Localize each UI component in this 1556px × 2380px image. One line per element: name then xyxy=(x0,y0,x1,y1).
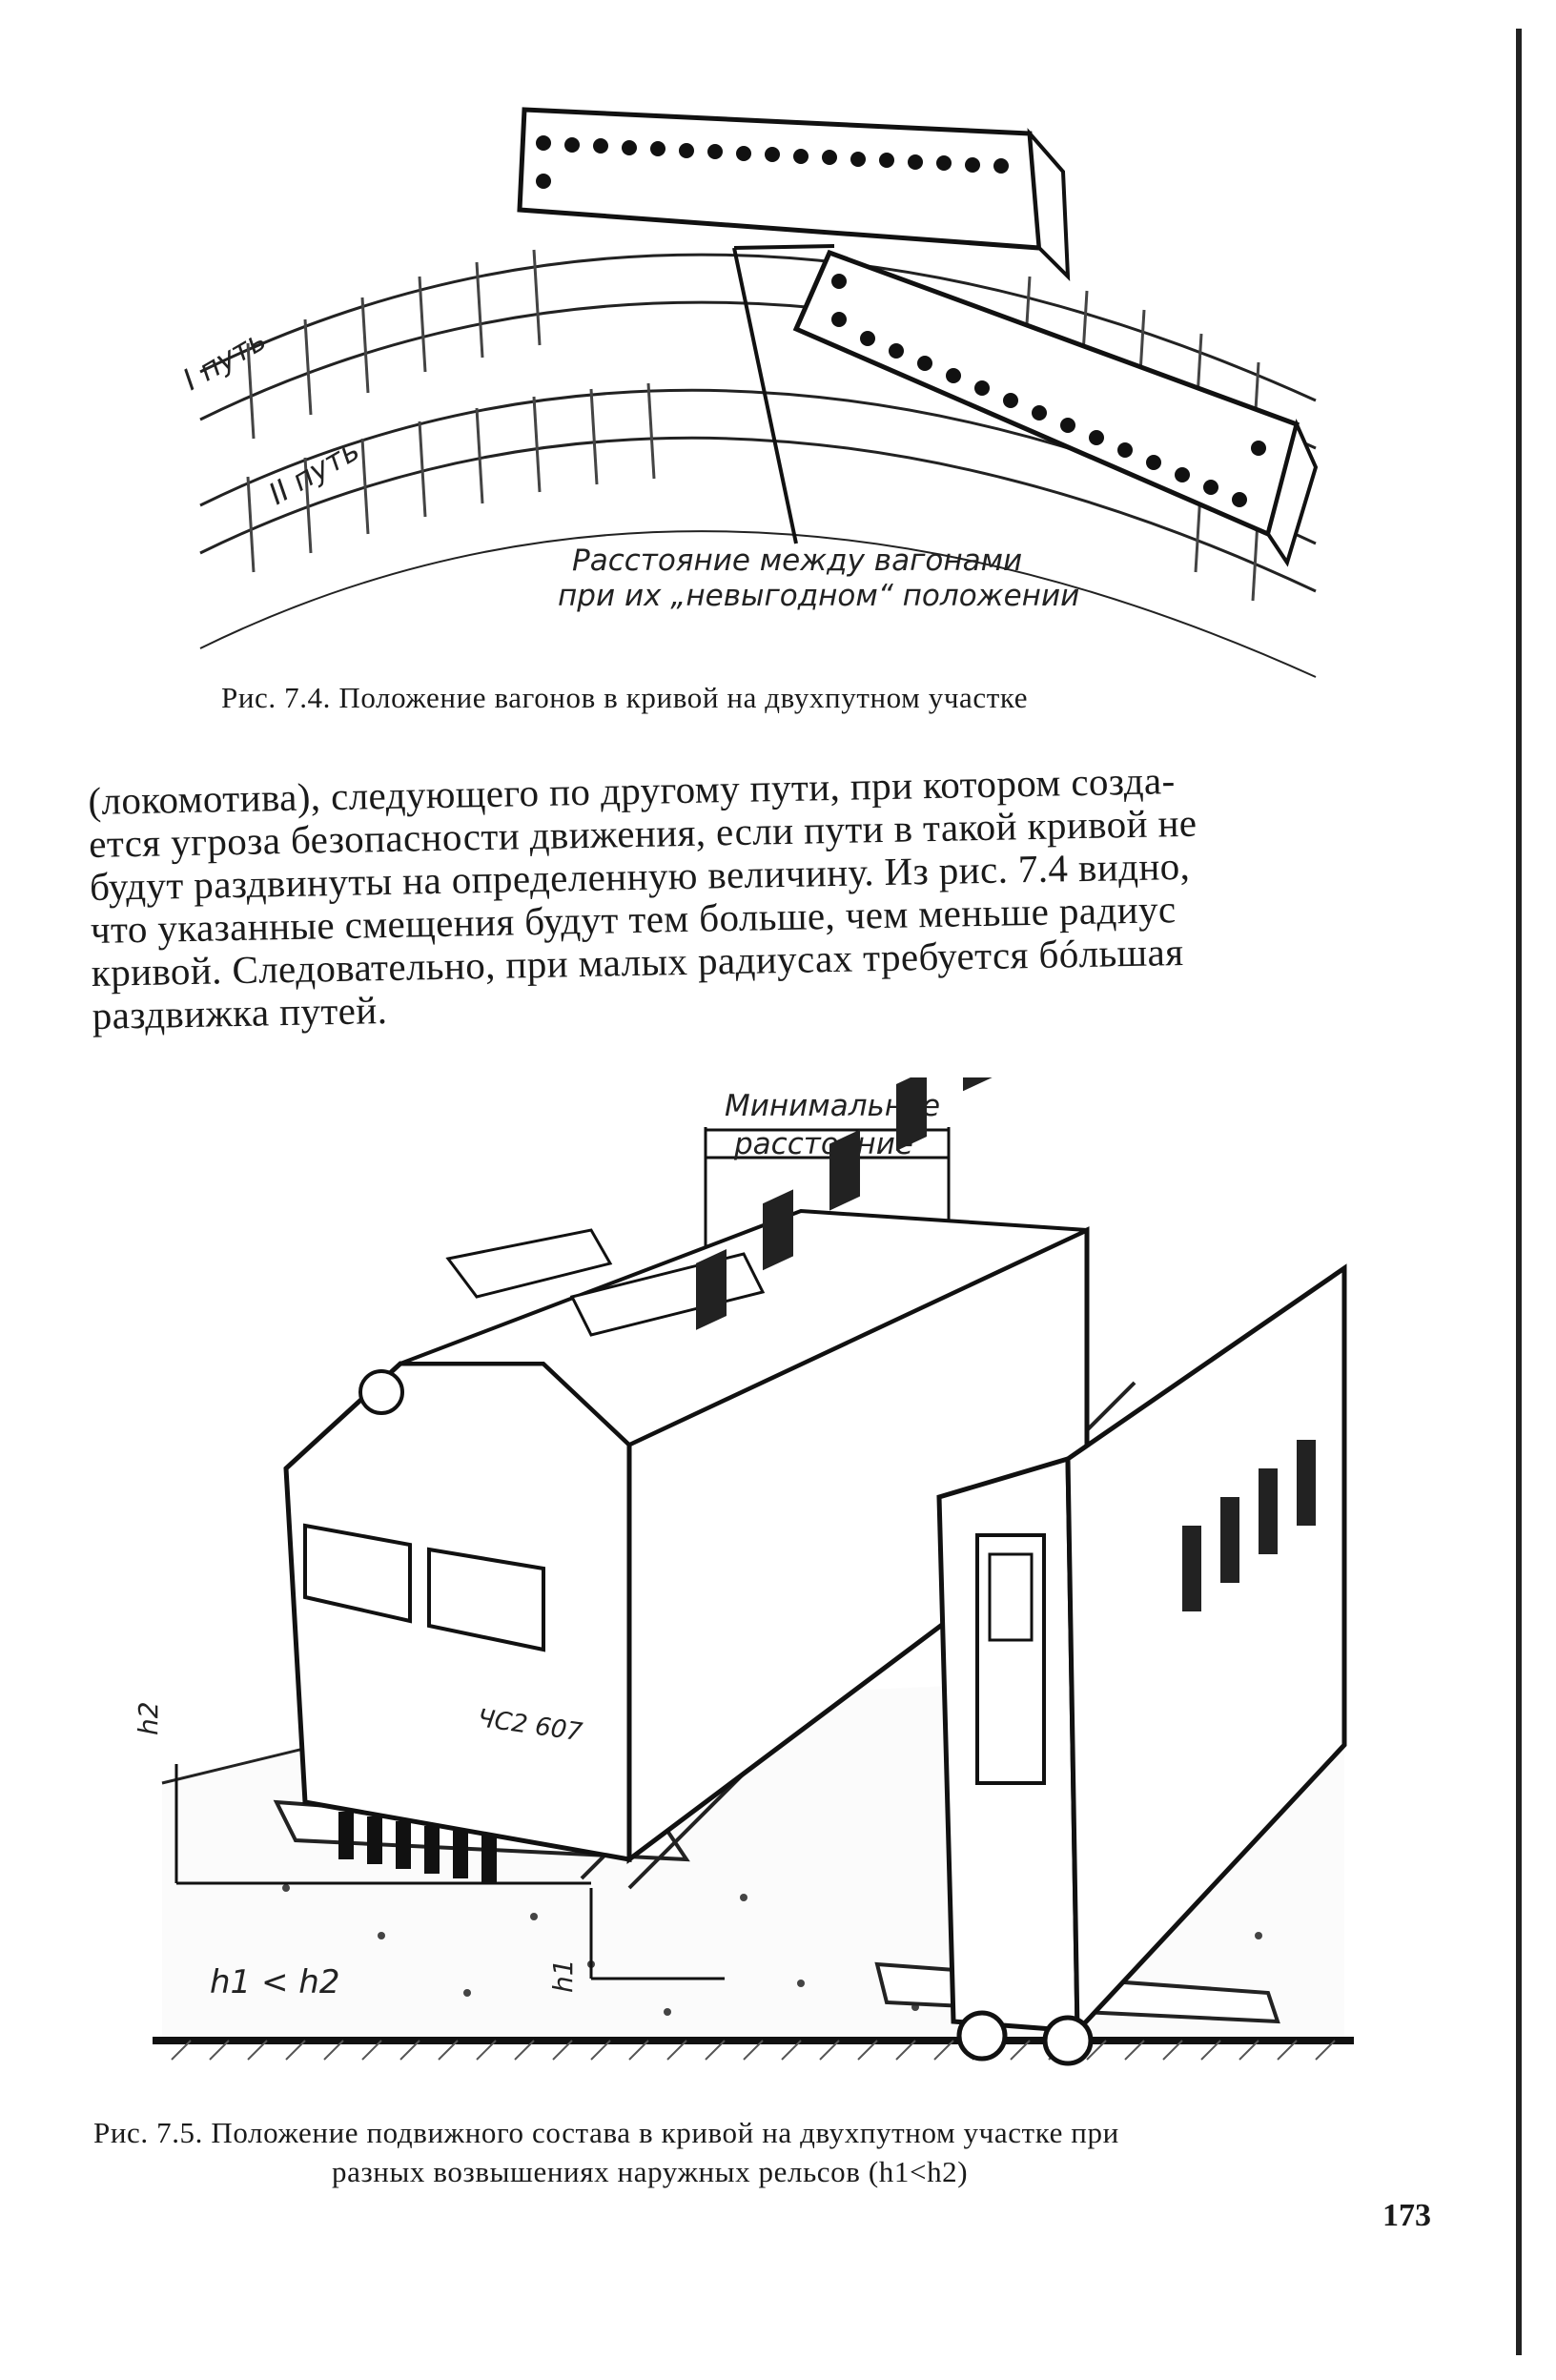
elevation-markers xyxy=(174,1764,725,1980)
wagon-upper xyxy=(517,107,1071,282)
figure-7-5-drawing: Минимальное расстояние xyxy=(133,1077,1354,2066)
figure-7-4-annotation-line-1: Расстояние между вагонами xyxy=(572,544,1022,578)
page-edge-line xyxy=(1516,29,1522,2355)
figure-7-4-drawing: I путь II путь Расстояние между вагонами… xyxy=(177,107,1319,678)
passenger-car xyxy=(936,1263,1347,2066)
distance-pointer xyxy=(732,244,835,544)
figure-7-4-annotation-line-2: при их „невыгодном“ положении xyxy=(558,579,1079,613)
figure-7-5-caption-line-1: Рис. 7.5. Положение подвижного состава в… xyxy=(93,2116,1119,2149)
figure-7-5: Минимальное расстояние xyxy=(133,1077,1373,2098)
figure-7-5-caption-line-2: разных возвышениях наружных рельсов (h1<… xyxy=(332,2155,969,2188)
track-1-label: I путь xyxy=(177,323,272,398)
figure-7-4-caption: Рис. 7.4. Положение вагонов в кривой на … xyxy=(221,681,1029,714)
track-2-label: II путь xyxy=(263,433,365,512)
locomotive: ЧС2 607 xyxy=(283,1077,1090,1883)
h1-less-than-h2-label: h1 < h2 xyxy=(210,1963,339,2001)
distance-label-line-2: расстояние xyxy=(733,1127,913,1161)
body-paragraph: (локомотива), следующего по другому пути… xyxy=(88,754,1427,1037)
wagon-lower xyxy=(792,249,1319,567)
figure-7-4: I путь II путь Расстояние между вагонами… xyxy=(172,86,1344,696)
h1-label: h1 xyxy=(547,1959,579,1993)
page-number: 173 xyxy=(1382,2198,1431,2233)
h2-label: h2 xyxy=(133,1701,164,1735)
